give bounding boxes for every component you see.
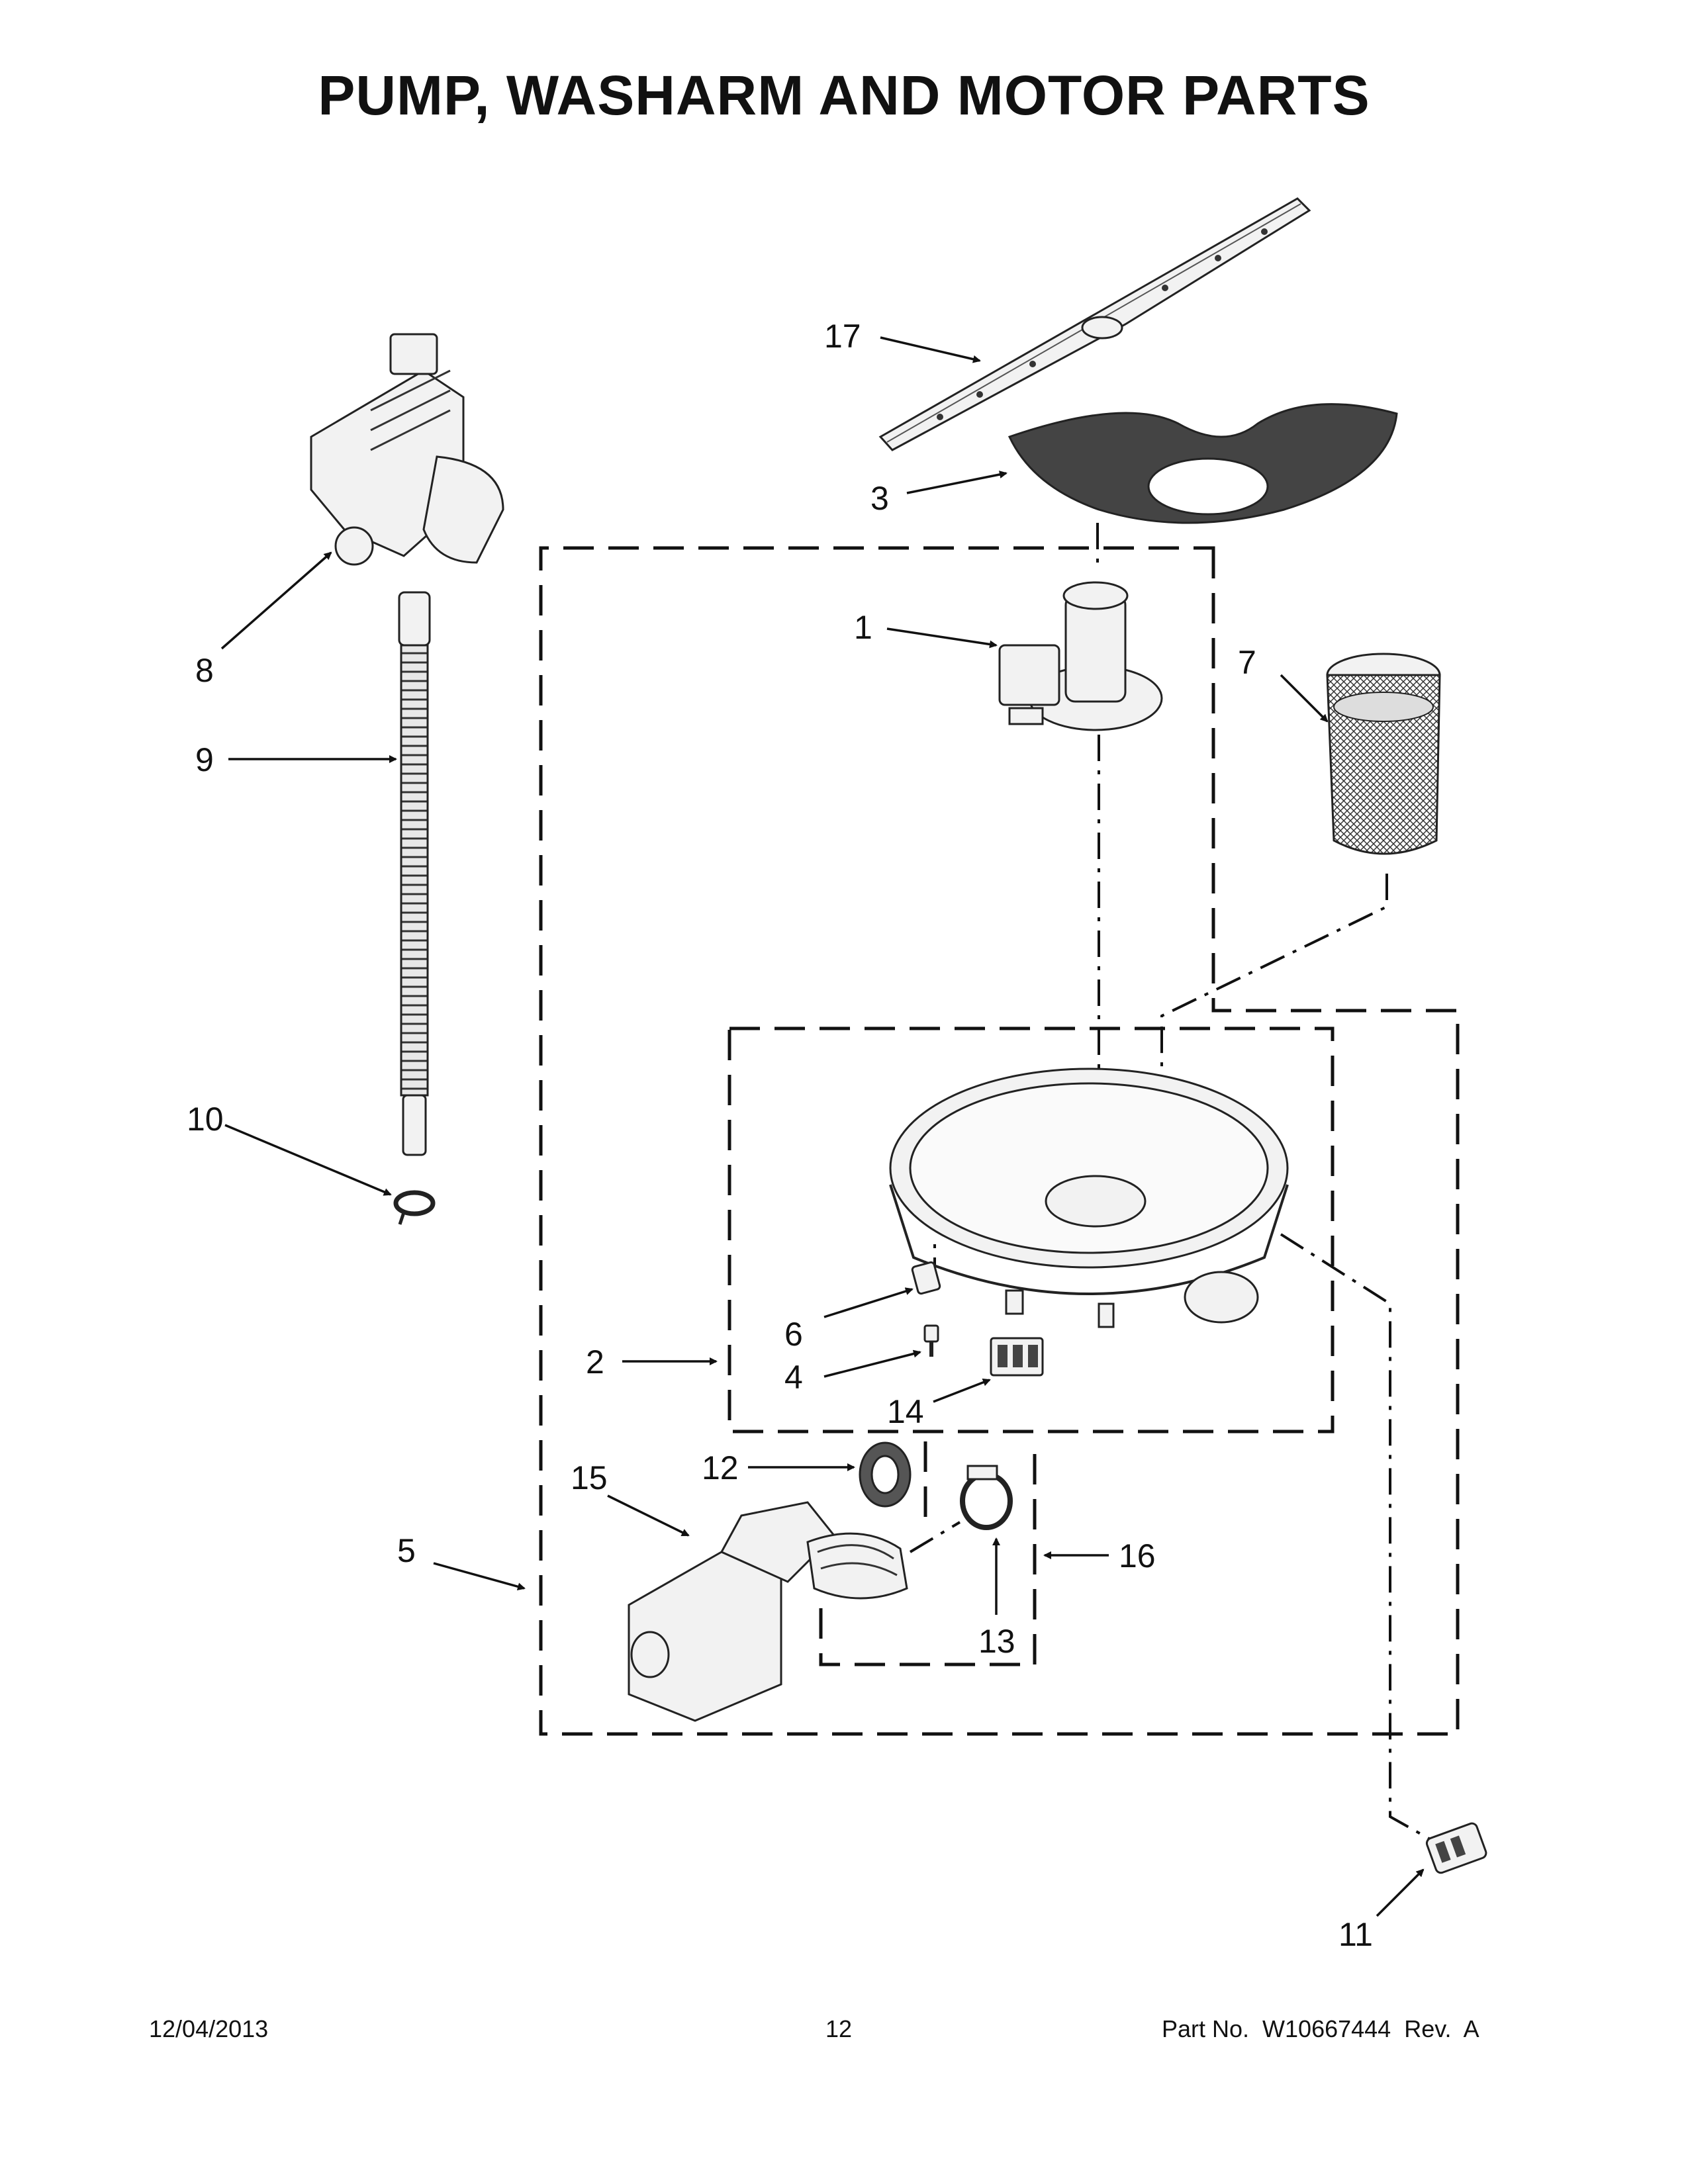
sump-housing: [889, 1068, 1289, 1328]
callout-5: 5: [397, 1532, 416, 1569]
callout-7: 7: [1238, 644, 1256, 681]
callout-9: 9: [195, 741, 214, 778]
assembly-5-boundary: [539, 546, 1460, 1736]
footer-date: 12/04/2013: [149, 2015, 269, 2042]
drain-pump: [310, 333, 504, 566]
assembly-2-boundary: [727, 1026, 1335, 1433]
callout-8: 8: [195, 652, 214, 689]
callout-6: 6: [784, 1316, 803, 1353]
screw: [923, 1324, 939, 1357]
turbidity-sensor: [1425, 1822, 1487, 1874]
callout-15: 15: [571, 1459, 608, 1496]
callout-4: 4: [784, 1359, 803, 1396]
callout-10: 10: [187, 1101, 224, 1138]
callout-11: 11: [1338, 1916, 1373, 1953]
drain-hose: [398, 591, 431, 1156]
wash-arm-shield: [1008, 403, 1398, 524]
footer-part-number: Part No. W10667444 Rev. A: [1162, 2015, 1479, 2042]
callout-1: 1: [854, 609, 872, 646]
callout-16: 16: [1119, 1537, 1156, 1574]
spray-arm-manifold: [998, 581, 1163, 731]
callout-12: 12: [702, 1449, 739, 1486]
filter-basket: [1326, 653, 1441, 855]
callout-17: 17: [824, 318, 861, 355]
alignment-line-sensor: [1280, 1233, 1444, 1848]
connector-block: [990, 1337, 1044, 1377]
circulation-pump-motor: [628, 1501, 908, 1722]
alignment-line-13: [909, 1521, 961, 1553]
upper-spray-arm: [878, 197, 1311, 451]
footer-page-number: 12: [825, 2015, 853, 2042]
callout-2: 2: [586, 1343, 604, 1381]
hose-clamp-13: [960, 1465, 1013, 1530]
wire-clip: [911, 1261, 941, 1295]
callout-14: 14: [887, 1393, 924, 1430]
callout-3: 3: [870, 480, 889, 517]
callout-13: 13: [978, 1623, 1015, 1660]
assembly-16-boundary: [819, 1441, 1037, 1666]
hose-clamp: [393, 1190, 436, 1225]
page-title: PUMP, WASHARM AND MOTOR PARTS: [318, 64, 1370, 126]
leader-arrows: [220, 336, 1425, 1917]
pump-seal: [859, 1441, 912, 1508]
